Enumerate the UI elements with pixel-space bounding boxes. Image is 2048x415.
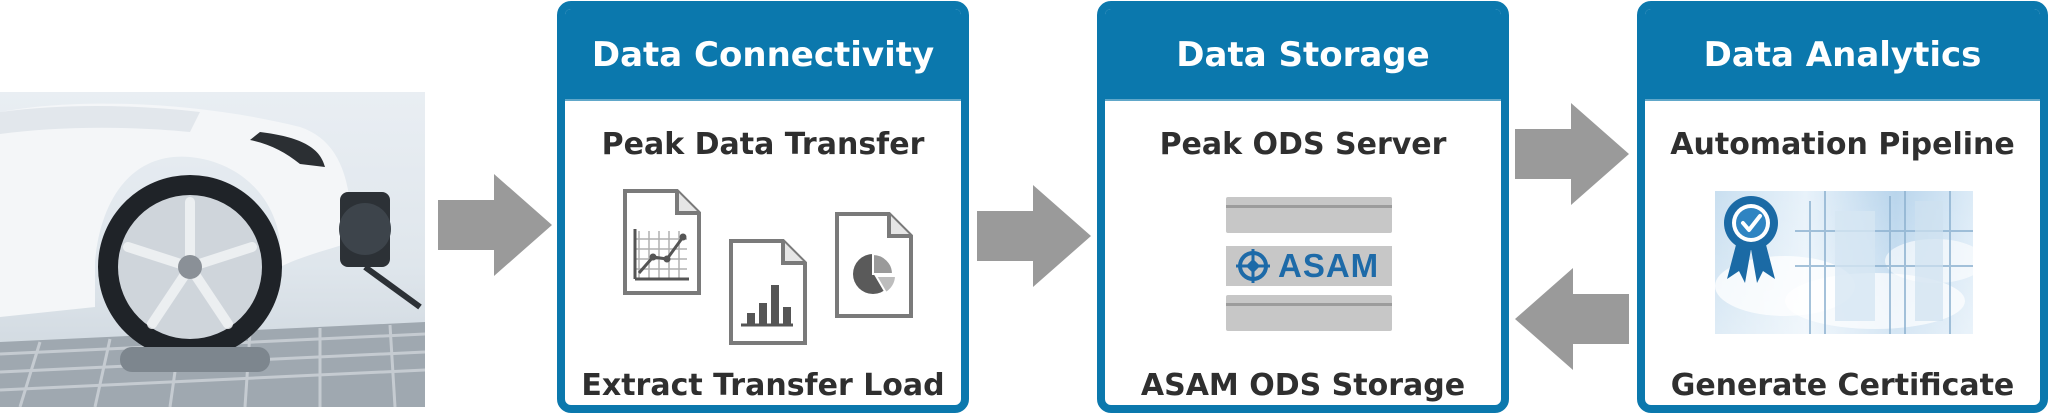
panel-subtitle-bottom: ASAM ODS Storage — [1140, 368, 1466, 403]
certificate-badge-icon — [1724, 196, 1778, 283]
panel-title: Data Analytics — [1645, 9, 2040, 101]
automation-pipeline-image — [1715, 191, 1973, 334]
asam-logo: ASAM — [1226, 246, 1392, 286]
panel-title: Data Storage — [1105, 9, 1501, 101]
line-chart-document-icon — [623, 189, 701, 295]
car-test-bench-photo — [0, 92, 425, 407]
right-arrow-icon — [1515, 103, 1629, 205]
panel-subtitle-bottom: Generate Certificate — [1670, 368, 2015, 403]
panel-title: Data Connectivity — [565, 9, 961, 101]
pie-chart-document-icon — [835, 212, 913, 318]
panel-subtitle-top: Peak Data Transfer — [601, 127, 925, 162]
right-arrow-icon — [977, 185, 1091, 287]
asam-logo-text: ASAM — [1278, 247, 1380, 284]
data-connectivity-panel: Data Connectivity Peak Data Transfer — [557, 1, 969, 413]
bar-chart-document-icon — [729, 239, 807, 345]
left-arrow-icon — [1515, 268, 1629, 370]
panel-subtitle-top: Peak ODS Server — [1159, 127, 1447, 162]
server-stack-icon: ASAM — [1105, 9, 1501, 405]
data-analytics-panel: Data Analytics Automation Pipeline — [1637, 1, 2048, 413]
right-arrow-icon — [438, 174, 552, 276]
panel-subtitle-top: Automation Pipeline — [1670, 127, 2015, 162]
data-storage-panel: Data Storage Peak ODS Server ASAM ASAM O… — [1097, 1, 1509, 413]
panel-subtitle-bottom: Extract Transfer Load — [581, 368, 945, 403]
